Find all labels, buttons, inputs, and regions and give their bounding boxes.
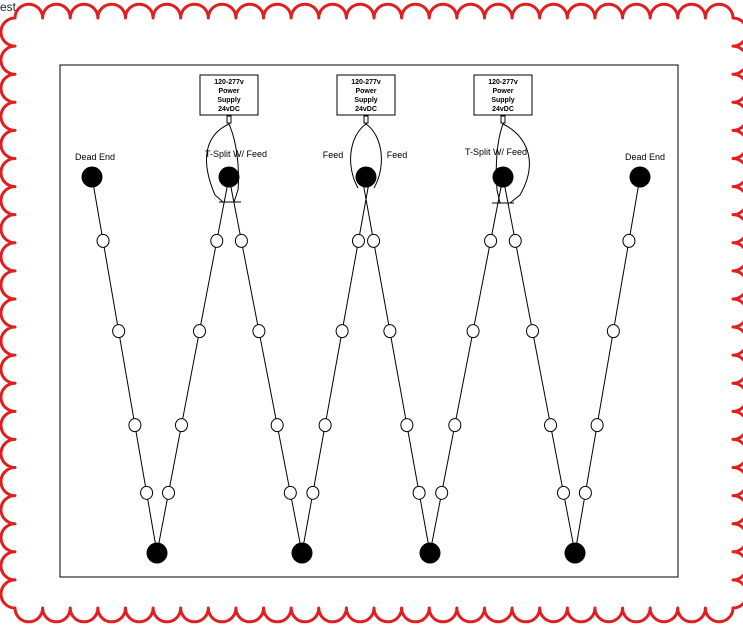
label-feed-right: Feed — [387, 150, 408, 160]
node-tsplit-left — [218, 166, 240, 188]
connector-oval — [606, 324, 620, 339]
node-dead-end-left — [81, 166, 103, 188]
power-supply-left: 120-277v Power Supply 24vDC — [199, 74, 259, 124]
connector-oval — [234, 233, 248, 248]
connector-oval — [96, 233, 110, 248]
ps-left-line-1: 120-277v — [214, 79, 244, 86]
connector-oval — [140, 485, 154, 500]
connector-oval — [270, 418, 284, 433]
connector-oval — [351, 233, 365, 248]
connector-oval — [412, 485, 426, 500]
connector-group — [96, 233, 636, 500]
connector-oval — [526, 324, 540, 339]
node-bottom — [291, 542, 313, 564]
connector-oval — [383, 324, 397, 339]
power-supply-center: 120-277v Power Supply 24vDC — [336, 74, 396, 124]
connector-oval — [192, 324, 206, 339]
ps-center-line-3: Supply — [354, 97, 377, 104]
connector-oval — [544, 418, 558, 433]
connector-oval — [622, 233, 636, 248]
connector-oval — [508, 233, 522, 248]
ps-center-line-2: Power — [355, 88, 376, 95]
ps-right-line-2: Power — [492, 88, 513, 95]
node-bottom — [419, 542, 441, 564]
ps-left-line-3: Supply — [217, 97, 240, 104]
connector-oval — [578, 485, 592, 500]
feed-loops — [206, 123, 530, 204]
ps-right-line-4: 24vDC — [492, 106, 514, 113]
corner-text: est. — [0, 0, 20, 14]
label-tsplit-right: T-Split W/ Feed — [465, 147, 527, 157]
node-dead-end-right — [629, 166, 651, 188]
power-supply-right: 120-277v Power Supply 24vDC — [473, 74, 533, 124]
label-dead-end-right: Dead End — [625, 152, 665, 162]
label-dead-end-left: Dead End — [75, 152, 115, 162]
connector-oval — [448, 418, 462, 433]
node-bottom — [146, 542, 168, 564]
connector-oval — [400, 418, 414, 433]
diagram-box — [59, 64, 679, 578]
node-bottom — [564, 542, 586, 564]
connector-oval — [306, 485, 320, 500]
connector-oval — [112, 324, 126, 339]
connector-oval — [435, 485, 449, 500]
ps-center-line-1: 120-277v — [351, 79, 381, 86]
ps-left-line-2: Power — [218, 88, 239, 95]
connector-oval — [252, 324, 266, 339]
connector-oval — [174, 418, 188, 433]
node-group — [81, 166, 651, 564]
ps-right-line-1: 120-277v — [488, 79, 518, 86]
feed-loop-right — [495, 123, 530, 204]
node-tsplit-right — [492, 166, 514, 188]
ps-left-line-4: 24vDC — [218, 106, 240, 113]
connector-oval — [556, 485, 570, 500]
feed-loop-left — [206, 123, 239, 203]
connector-oval — [162, 485, 176, 500]
label-feed-left: Feed — [323, 150, 344, 160]
label-tsplit-left: T-Split W/ Feed — [205, 149, 267, 159]
connector-oval — [128, 418, 142, 433]
connector-oval — [318, 418, 332, 433]
connector-oval — [484, 233, 498, 248]
connector-oval — [466, 324, 480, 339]
node-feed-center — [355, 166, 377, 188]
connector-oval — [590, 418, 604, 433]
feed-loop-center — [350, 123, 382, 189]
connector-oval — [210, 233, 224, 248]
connector-oval — [283, 485, 297, 500]
ps-center-line-4: 24vDC — [355, 106, 377, 113]
connector-oval — [335, 324, 349, 339]
connector-oval — [367, 233, 381, 248]
ps-right-line-3: Supply — [491, 97, 514, 104]
